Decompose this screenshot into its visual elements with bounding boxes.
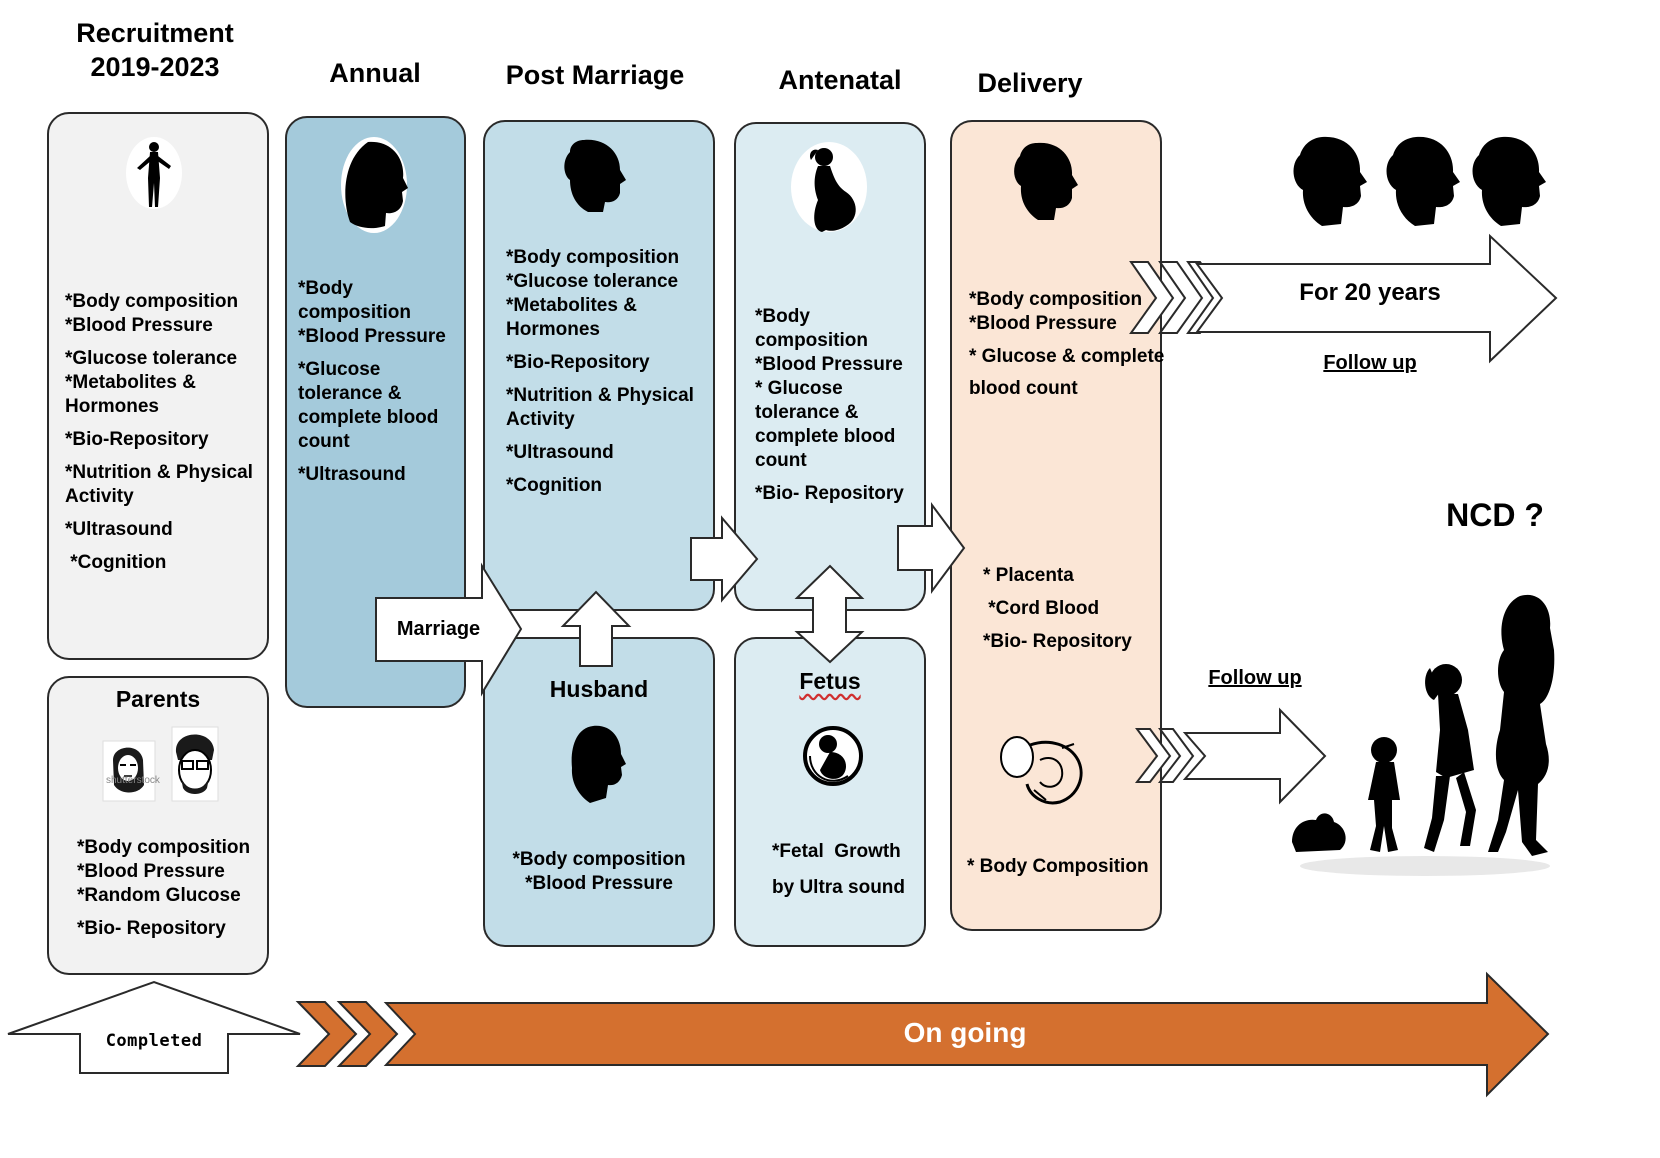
header-delivery: Delivery [977, 68, 1083, 98]
parents-faces-icon [102, 726, 219, 802]
delivery-measures-top: *Body composition *Blood Pressure * Gluc… [969, 288, 1165, 410]
follow-up-bottom-label: Follow up [1208, 667, 1302, 689]
list-item: *Nutrition & Physical Activity [506, 385, 694, 430]
list-item: *Glucose tolerance *Metabolites & Hormon… [65, 348, 238, 417]
list-item: blood count [969, 378, 1078, 399]
list-item: *Body composition *Blood Pressure * Gluc… [755, 306, 903, 471]
fetus-icon [803, 726, 863, 786]
list-item: *Nutrition & Physical Activity [65, 462, 253, 507]
husband-up-arrow [560, 590, 632, 667]
list-item: *Body composition *Blood Pressure [969, 289, 1143, 334]
girl-standing-icon [126, 137, 182, 209]
list-item: *Cognition [65, 552, 167, 573]
list-item: *Body composition *Blood Pressure [65, 291, 239, 336]
ongoing-arrow [383, 971, 1550, 1098]
list-item: *Bio- Repository [755, 483, 904, 504]
header-annual: Annual [329, 58, 421, 88]
delivery-measures-bottom: * Body Composition [967, 855, 1157, 888]
orange-chevron-1 [295, 1001, 358, 1067]
list-item: *Cognition [506, 475, 603, 496]
completed-label: Completed [105, 1031, 203, 1051]
chevron-top-1 [1129, 261, 1175, 334]
list-item: *Fetal Growth [772, 841, 901, 862]
list-item: *Bio-Repository [506, 352, 650, 373]
recruitment-box [47, 112, 269, 660]
list-item: * Placenta [983, 565, 1074, 586]
list-item: by Ultra sound [772, 877, 906, 898]
list-item: *Body composition *Blood Pressure *Rando… [77, 837, 251, 906]
women-heads-icon [1293, 136, 1546, 226]
growth-sequence-icon [1292, 594, 1555, 876]
pregnant-woman-icon [791, 142, 867, 232]
post-marriage-measures: *Body composition *Glucose tolerance *Me… [506, 246, 711, 507]
list-item: * Body Composition [967, 856, 1149, 877]
post-marriage-to-antenatal-arrow [690, 515, 759, 603]
header-recruitment: Recruitment 2019-2023 [76, 18, 234, 82]
list-item: *Bio- Repository [77, 918, 226, 939]
list-item: *Ultrasound [65, 519, 173, 540]
for-20-years-label: For 20 years [1299, 279, 1441, 306]
annual-measures: *Body composition *Blood Pressure *Gluco… [298, 277, 458, 496]
antenatal-fetus-double-arrow [794, 564, 865, 664]
husband-head-icon [571, 725, 626, 803]
ncd-label: NCD ? [1446, 497, 1544, 533]
fetus-box [734, 637, 926, 947]
chevron-bottom-1 [1134, 728, 1172, 783]
parents-title: Parents [115, 686, 201, 712]
list-item: *Ultrasound [298, 464, 406, 485]
delivery-measures-mid: * Placenta *Cord Blood *Bio- Repository [983, 564, 1153, 663]
list-item: *Body composition *Blood Pressure [512, 849, 686, 894]
for-20-years-arrow [1195, 233, 1558, 364]
antenatal-to-delivery-arrow [897, 501, 966, 595]
list-item: *Body composition *Blood Pressure [298, 278, 446, 347]
parents-measures: *Body composition *Blood Pressure *Rando… [77, 836, 267, 950]
header-antenatal: Antenatal [778, 65, 902, 95]
list-item: *Cord Blood [983, 598, 1100, 619]
mother-head-icon [1014, 142, 1078, 220]
woman-head-icon [564, 139, 626, 212]
husband-measures: *Body composition *Blood Pressure [483, 848, 715, 905]
recruitment-measures: *Body composition *Blood Pressure *Gluco… [65, 290, 265, 584]
fetus-title: Fetus [799, 668, 861, 694]
orange-chevron-2 [336, 1001, 399, 1067]
shutterstock-watermark: shutterstock [106, 775, 160, 786]
marriage-label: Marriage [396, 618, 481, 640]
completed-arrow [7, 980, 301, 1074]
woman-long-hair-icon [341, 137, 408, 233]
ongoing-label: On going [903, 1017, 1027, 1048]
follow-up-arrow [1182, 707, 1327, 805]
fetus-measures: *Fetal Growth by Ultra sound [772, 840, 922, 909]
header-post-marriage: Post Marriage [505, 60, 685, 90]
parents-box [47, 676, 269, 975]
list-item: *Ultrasound [506, 442, 614, 463]
list-item: *Glucose tolerance & complete blood coun… [298, 359, 439, 452]
list-item: * Glucose & complete [969, 346, 1165, 367]
antenatal-measures: *Body composition *Blood Pressure * Gluc… [755, 305, 920, 515]
marriage-arrow [375, 562, 523, 697]
husband-title: Husband [549, 676, 649, 702]
chevron-bottom-2 [1157, 728, 1195, 783]
delivery-box [950, 120, 1162, 931]
follow-up-top-label: Follow up [1323, 352, 1417, 374]
newborn-baby-icon [1000, 736, 1083, 805]
list-item: *Body composition *Glucose tolerance *Me… [506, 247, 680, 340]
list-item: *Bio- Repository [983, 631, 1132, 652]
chevron-top-2 [1158, 261, 1204, 334]
list-item: *Bio-Repository [65, 429, 209, 450]
